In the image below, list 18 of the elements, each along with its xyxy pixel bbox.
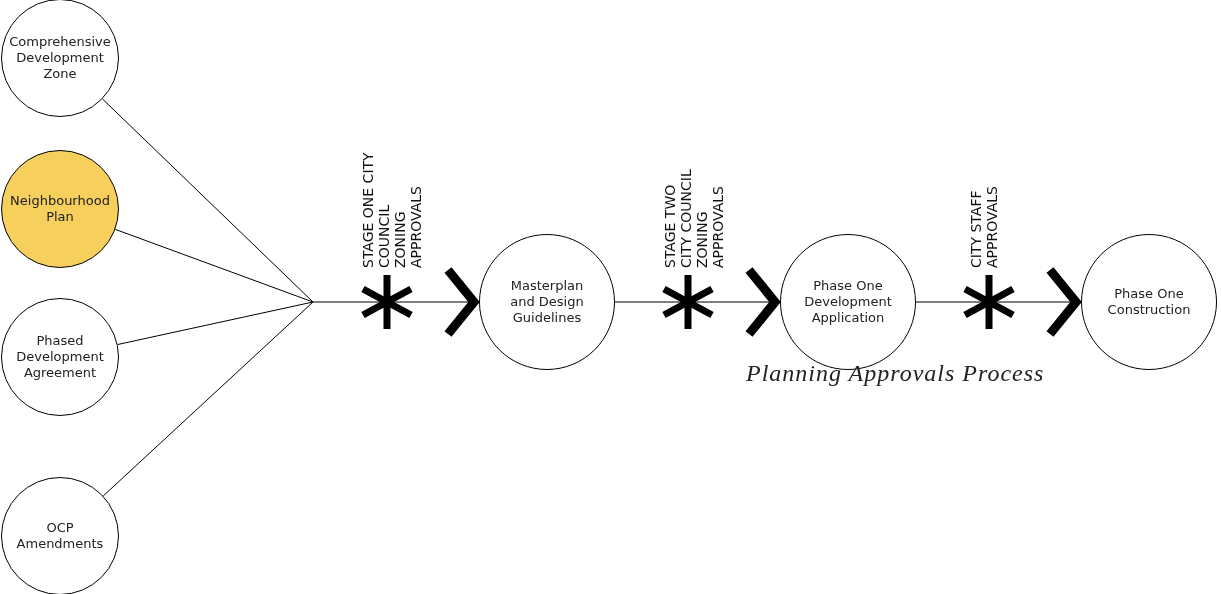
node-label: Phased Development Agreement [15, 333, 105, 381]
edge-label: STAGE TWO CITY COUNCIL ZONING APPROVALS [662, 168, 726, 268]
connector-line [114, 228, 314, 303]
edge-label: CITY STAFF APPROVALS [968, 185, 1000, 268]
node-label: Comprehensive Development Zone [8, 34, 112, 82]
connector-line [614, 265, 781, 339]
connector-line [117, 301, 314, 345]
node-label: OCP Amendments [15, 520, 105, 552]
node-label: Phase One Development Application [803, 278, 893, 326]
caption: Planning Approvals Process [746, 360, 1045, 387]
node-label: Masterplan and Design Guidelines [509, 278, 585, 326]
connector-line [915, 265, 1082, 339]
node-label: Phase One Construction [1106, 286, 1192, 318]
connector-line [312, 265, 480, 339]
connector-line [102, 301, 314, 497]
stage-label: STAGE ONE CITY COUNCIL ZONING APPROVALS [360, 151, 424, 268]
connector-line [102, 98, 314, 303]
node-label: Neighbourhood Plan [10, 193, 110, 225]
